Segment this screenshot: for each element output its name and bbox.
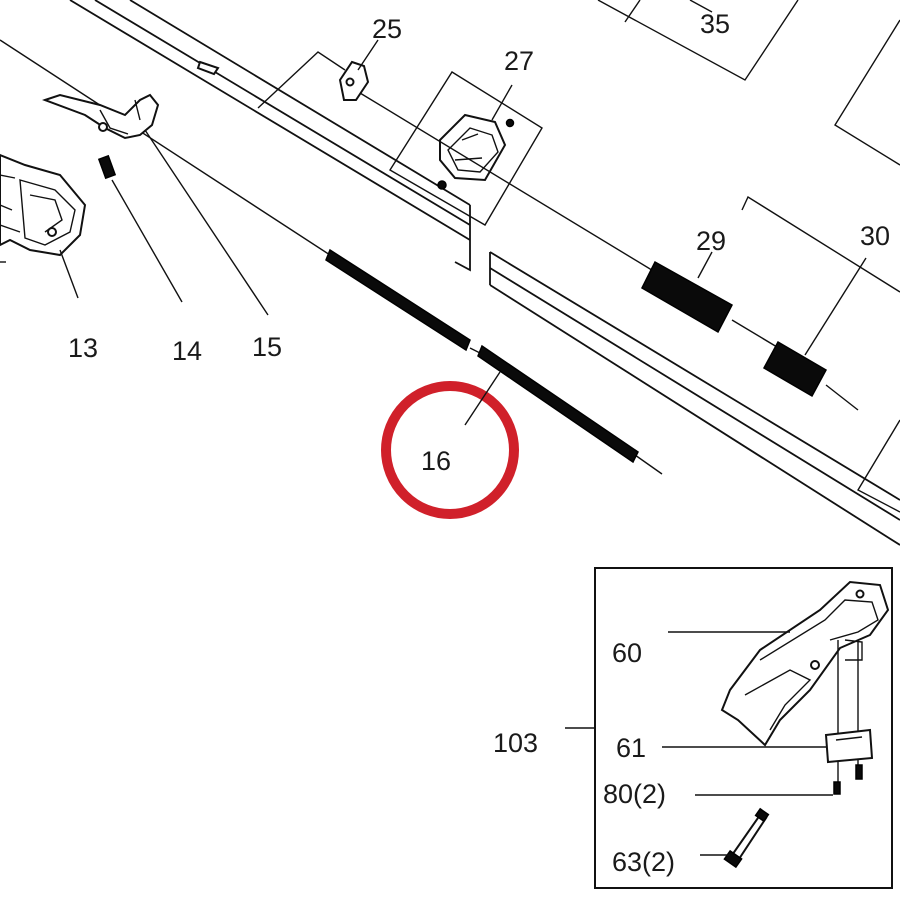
label-60: 60 (612, 638, 642, 668)
label-35: 35 (700, 9, 730, 39)
part-27-clamp-block (359, 71, 661, 276)
part-29-damper (641, 251, 783, 351)
label-14: 14 (172, 336, 202, 366)
shaft-tube (69, 0, 900, 546)
label-13: 13 (68, 333, 98, 363)
part-13-engine-housing (0, 153, 87, 299)
label-61: 61 (616, 733, 646, 763)
part-15-throttle-lever (42, 60, 269, 316)
cable-joint (469, 347, 481, 354)
cable-end (634, 454, 663, 475)
cable-line (0, 39, 331, 256)
part-35-region (597, 0, 900, 513)
leader-16 (464, 371, 501, 426)
part-30-damper (741, 195, 900, 411)
label-16: 16 (421, 446, 451, 476)
part-25-clamp (257, 39, 379, 109)
label-63: 63(2) (612, 847, 675, 877)
label-25: 25 (372, 14, 402, 44)
label-80: 80(2) (603, 779, 666, 809)
inset-103-box (565, 567, 893, 889)
label-15: 15 (252, 332, 282, 362)
label-30: 30 (860, 221, 890, 251)
label-103: 103 (493, 728, 538, 758)
label-29: 29 (696, 226, 726, 256)
label-27: 27 (504, 46, 534, 76)
highlight-circle (381, 381, 519, 519)
part-16-drive-cable (325, 248, 639, 464)
part-14-spring (97, 154, 183, 303)
